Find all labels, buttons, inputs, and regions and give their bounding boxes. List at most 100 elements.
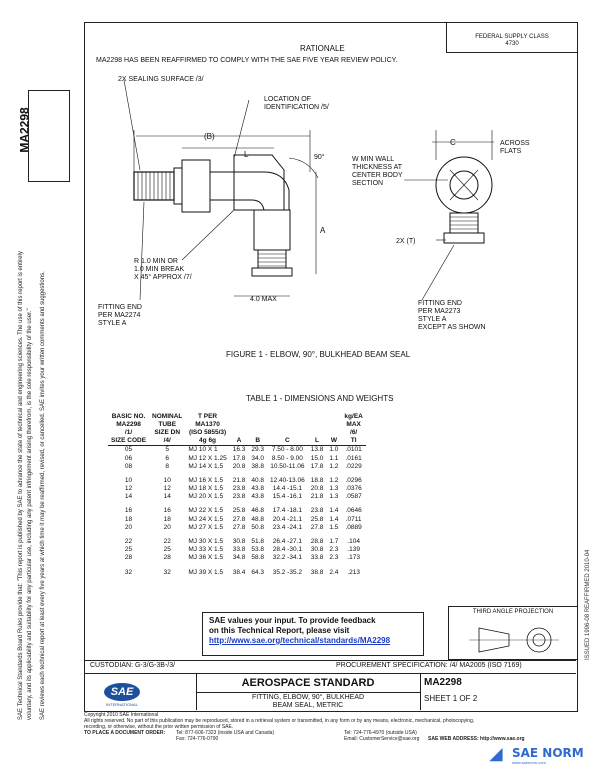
- table-cell: 1.2: [329, 476, 339, 484]
- table-cell: 38.4: [232, 568, 246, 576]
- table-cell: 30.8: [310, 546, 324, 554]
- issue-reaffirm-text: ISSUED 1996-08 REAFFIRMED 2010-04: [585, 549, 591, 660]
- table-header-cell: BASIC NO.: [111, 412, 146, 420]
- table-cell: 21.8: [232, 476, 246, 484]
- table-cell: 21.8: [310, 493, 324, 501]
- table-cell: 17.8: [310, 462, 324, 470]
- side-doc-number-box: [28, 90, 70, 182]
- title-block-divider-1: [196, 673, 197, 710]
- table-cell: 32.2 -34.1: [272, 554, 302, 562]
- table-cell: 2.3: [329, 554, 339, 562]
- table-cell: 43.8: [251, 485, 265, 493]
- table-header-cell: /4/: [149, 436, 186, 446]
- feedback-link[interactable]: http://www.sae.org/technical/standards/M…: [209, 636, 391, 645]
- table-cell: 29.3: [251, 446, 265, 454]
- callout-sealing-surface: 2X SEALING SURFACE /3/: [118, 76, 204, 83]
- callout-per-ma2273: PER MA2273: [418, 308, 461, 315]
- table-cell: 17.8: [232, 454, 246, 462]
- feedback-line-2: on this Technical Report, please visit: [209, 626, 350, 635]
- table-cell: 51.8: [251, 538, 265, 546]
- table-cell: 14: [163, 493, 171, 501]
- table-cell: 28: [163, 554, 171, 562]
- table-header-cell: [267, 412, 308, 420]
- table-cell: .213: [347, 568, 360, 576]
- table-header-cell: 4g 6g: [185, 436, 230, 446]
- copyright-footer: Copyright 2010 SAE International All rig…: [84, 712, 584, 744]
- table-cell: 7.50 - 8.00: [271, 446, 303, 454]
- table-cell: 1.3: [329, 493, 339, 501]
- table-header-cell: MAX: [346, 420, 361, 428]
- table-header-cell: [230, 420, 249, 428]
- callout-center-body: CENTER BODY: [352, 172, 403, 179]
- sae-norm-watermark: ◢ SAE NORM www.saenorm.com: [490, 744, 590, 770]
- sae-norm-icon: ◢: [490, 746, 503, 763]
- callout-l: L: [244, 150, 249, 159]
- table-cell: 23.4 -24.1: [272, 523, 302, 531]
- table-header-cell: A: [229, 436, 249, 446]
- table-header-cell: [248, 420, 267, 428]
- callout-break: 1.0 MIN BREAK: [134, 266, 185, 273]
- table-cell: 34.0: [251, 454, 265, 462]
- table-cell: .0711: [345, 515, 362, 523]
- fsc-value: 4730: [505, 41, 519, 47]
- callout-identification: IDENTIFICATION /5/: [264, 104, 329, 111]
- table-cell: .0587: [345, 493, 362, 501]
- table-header-cell: [248, 428, 267, 436]
- table-cell: 23.8: [232, 493, 246, 501]
- footer-web[interactable]: SAE WEB ADDRESS: http://www.sae.org: [428, 736, 525, 742]
- title-block-top-rule: [84, 660, 576, 661]
- table-cell: 5: [165, 446, 170, 454]
- footer-line-2: All rights reserved. No part of this pub…: [84, 718, 475, 724]
- table-cell: 43.8: [251, 493, 265, 501]
- table-header-cell: SIZE DN: [154, 428, 181, 436]
- table-cell: 20.8: [232, 462, 246, 470]
- feedback-line-1: SAE values your input. To provide feedba…: [209, 616, 376, 625]
- table-header-cell: MA2298: [116, 420, 141, 428]
- table-cell: MJ 39 X 1.5: [188, 568, 224, 576]
- table-cell: .139: [347, 546, 360, 554]
- callout-c: C: [450, 138, 456, 147]
- title-block-divider-2: [420, 673, 421, 710]
- table-header-cell: W: [326, 436, 342, 446]
- legal-line-3: SAE reviews each technical report at lea…: [40, 271, 46, 720]
- table-cell: 25: [124, 546, 133, 554]
- table-cell: 6: [165, 454, 170, 462]
- table-cell: 64.3: [251, 568, 265, 576]
- table-header-cell: C: [267, 436, 308, 446]
- table-cell: 38.8: [251, 462, 265, 470]
- table-cell: MJ 12 X 1.25: [188, 454, 227, 462]
- table-cell: 20: [163, 523, 171, 531]
- footer-line-1: Copyright 2010 SAE International: [84, 712, 159, 718]
- callout-2x-t: 2X (T): [396, 238, 416, 245]
- custodian-text: CUSTODIAN: G-3/G-3B-/3/: [90, 662, 176, 669]
- rationale-text: MA2298 HAS BEEN REAFFIRMED TO COMPLY WIT…: [96, 57, 398, 64]
- table-cell: MJ 20 X 1.5: [188, 493, 224, 501]
- table-cell: 33.8: [232, 546, 246, 554]
- table-cell: 25.8: [310, 515, 324, 523]
- table-cell: 13.8: [310, 446, 324, 454]
- table-cell: MJ 22 X 1.5: [188, 507, 224, 515]
- table-cell: 15.4 -16.1: [272, 493, 302, 501]
- table-cell: MJ 18 X 1.5: [188, 485, 224, 493]
- table-cell: 12.40-13.06: [270, 476, 305, 484]
- table-cell: 14.4 -15.1: [272, 485, 302, 493]
- table-header-row: /1/SIZE DN(ISO 5855/3)/6/: [108, 428, 366, 436]
- drawing-frame: [84, 22, 578, 712]
- third-angle-symbol: [469, 627, 559, 653]
- table-cell: 08: [124, 462, 133, 470]
- table-header-cell: [267, 420, 308, 428]
- table-cell: 34.8: [232, 554, 246, 562]
- table-cell: 38.8: [310, 568, 324, 576]
- table-cell: 28: [124, 554, 133, 562]
- table-cell: 46.8: [251, 507, 265, 515]
- table-header-cell: MA1370: [195, 420, 220, 428]
- table-header-cell: NOMINAL: [152, 412, 183, 420]
- table-cell: 48.8: [251, 515, 265, 523]
- table-cell: 1.1: [329, 454, 339, 462]
- table-cell: 8: [165, 462, 170, 470]
- feedback-box: SAE values your input. To provide feedba…: [202, 612, 424, 656]
- third-angle-box: THIRD ANGLE PROJECTION: [448, 606, 578, 660]
